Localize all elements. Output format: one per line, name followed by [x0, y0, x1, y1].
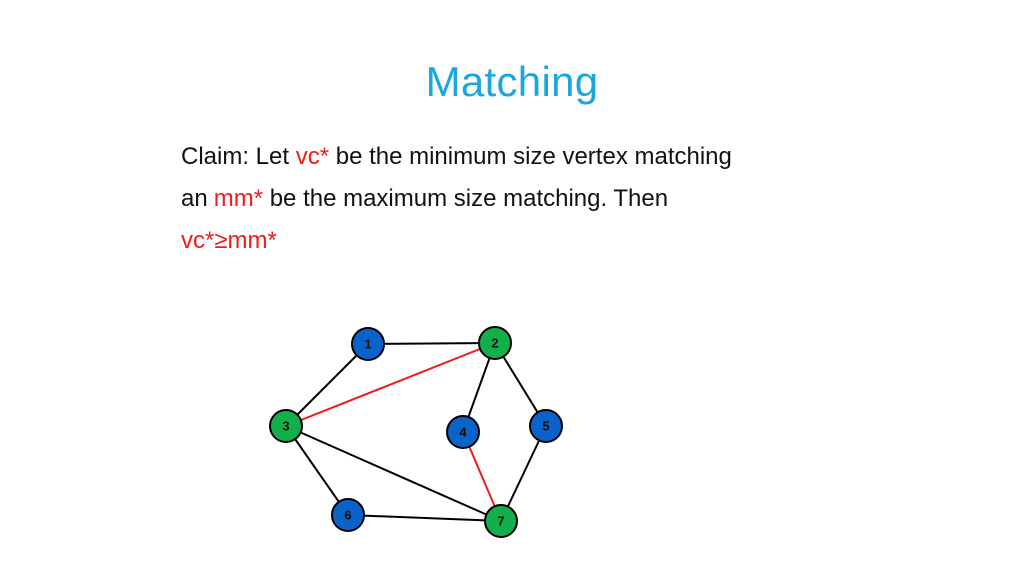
edge-6-7	[347, 514, 502, 522]
node-2-circle	[478, 326, 512, 360]
node-6-circle	[331, 498, 365, 532]
claim-line-2-prefix: an	[181, 185, 208, 212]
claim-line-1-suffix: be the minimum size vertex matching	[329, 143, 732, 170]
edge-3-7	[285, 425, 502, 522]
edge-5-7	[500, 425, 547, 522]
node-7-label: 7	[497, 514, 504, 529]
node-5-label: 5	[542, 419, 549, 434]
node-5: 5	[529, 409, 563, 443]
node-6: 6	[331, 498, 365, 532]
node-2-label: 2	[491, 336, 498, 351]
graph-edges	[285, 342, 547, 522]
vc-star-term: vc*	[295, 143, 330, 170]
node-7-circle	[484, 504, 518, 538]
node-7: 7	[484, 504, 518, 538]
claim-line-3: vc*≥mm*	[181, 220, 941, 262]
node-1-label: 1	[364, 337, 371, 352]
matched-edge-2-3	[285, 342, 496, 427]
edge-3-6	[285, 425, 349, 516]
node-3-label: 3	[282, 419, 289, 434]
claim-text: Claim: Let vc* be the minimum size verte…	[181, 136, 941, 262]
node-1: 1	[351, 327, 385, 361]
node-4-circle	[446, 415, 480, 449]
node-3-circle	[269, 409, 303, 443]
edge-1-2	[367, 342, 496, 345]
node-4-label: 4	[459, 425, 467, 440]
slide-title: Matching	[425, 58, 599, 105]
node-3: 3	[269, 409, 303, 443]
inequality-term: vc*≥mm*	[181, 227, 277, 254]
node-4: 4	[446, 415, 480, 449]
node-6-label: 6	[344, 508, 351, 523]
claim-line-2-suffix: be the maximum size matching. Then	[263, 185, 669, 212]
mm-star-term: mm*	[213, 185, 264, 212]
node-2: 2	[478, 326, 512, 360]
node-1-circle	[351, 327, 385, 361]
node-5-circle	[529, 409, 563, 443]
claim-line-1: Claim: Let vc* be the minimum size verte…	[181, 136, 941, 178]
claim-line-1-prefix: Claim: Let	[181, 143, 296, 170]
edge-1-3	[285, 343, 369, 427]
graph-nodes: 1 2 3 4 5 6 7	[269, 326, 563, 538]
